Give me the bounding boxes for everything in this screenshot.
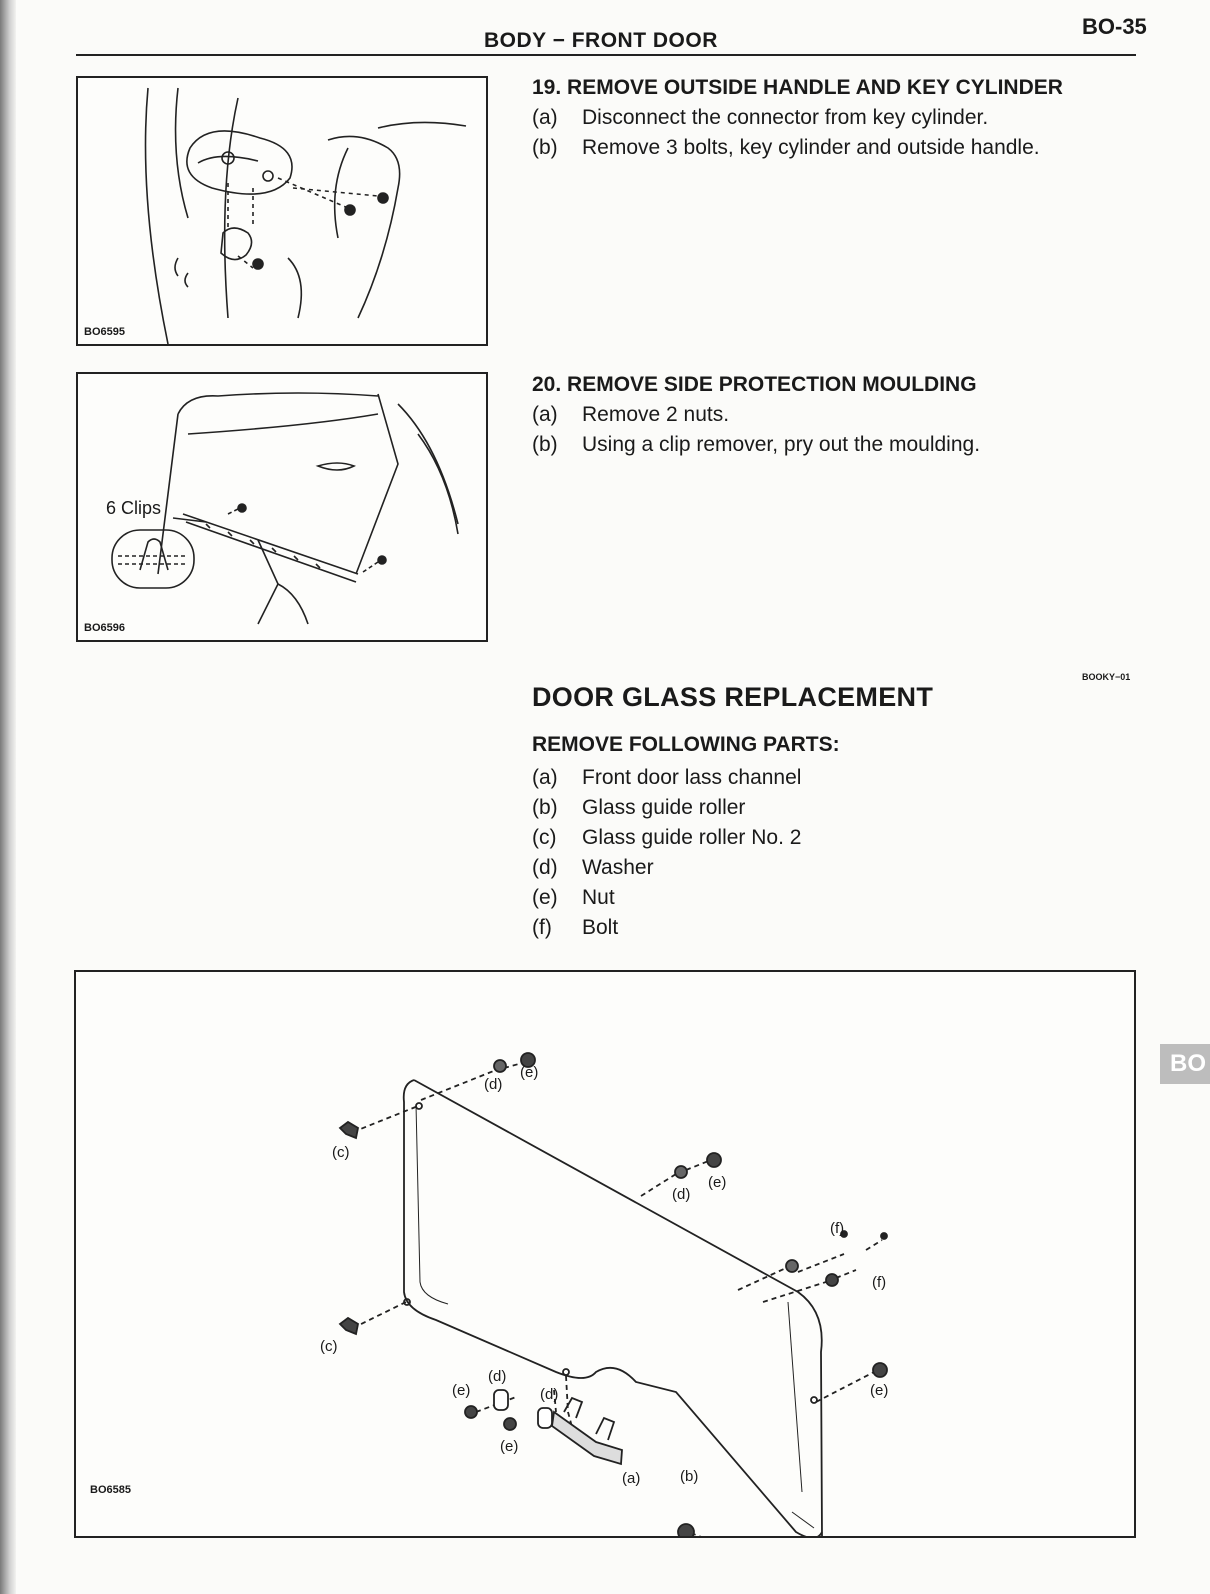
- section-side-tab: BO: [1160, 1044, 1210, 1084]
- label-c: (c): [320, 1338, 338, 1355]
- step-20-item: (a)Remove 2 nuts.: [532, 403, 730, 426]
- header-rule: [76, 54, 1136, 56]
- page-number: BO-35: [1082, 14, 1147, 39]
- figure-side-moulding: 6 Clips BO6596: [76, 372, 488, 642]
- figure-id: BO6595: [84, 326, 125, 338]
- parts-list: (a)Front door lass channel (b)Glass guid…: [532, 763, 801, 943]
- label-a: (a): [622, 1470, 641, 1487]
- step-19-item: (b)Remove 3 bolts, key cylinder and outs…: [532, 136, 1040, 159]
- list-item: (d)Washer: [532, 856, 654, 879]
- label-e: (e): [500, 1438, 519, 1455]
- list-item: (e)Nut: [532, 886, 615, 909]
- step-20-item: (b)Using a clip remover, pry out the mou…: [532, 433, 981, 456]
- step-19: 19. REMOVE OUTSIDE HANDLE AND KEY CYLIND…: [532, 73, 1063, 163]
- label-e: (e): [870, 1382, 889, 1399]
- figure-door-glass: BO6585 (d) (e) (c) (d) (e) (f) (f) (c) (…: [74, 970, 1136, 1538]
- clips-label: 6 Clips: [106, 498, 162, 518]
- page-header-title: BODY − FRONT DOOR: [484, 29, 718, 52]
- label-d: (d): [488, 1368, 507, 1385]
- label-e: (e): [452, 1382, 471, 1399]
- label-c: (c): [332, 1144, 350, 1161]
- list-item: (f)Bolt: [532, 916, 619, 939]
- step-19-title: 19. REMOVE OUTSIDE HANDLE AND KEY CYLIND…: [532, 76, 1063, 99]
- figure-id: BO6585: [90, 1484, 131, 1496]
- label-d: (d): [484, 1076, 503, 1093]
- page-binding-edge: [0, 0, 16, 1594]
- step-19-item: (a)Disconnect the connector from key cyl…: [532, 106, 989, 129]
- door-glass-illustration: [338, 1052, 888, 1536]
- figure-id: BO6596: [84, 622, 125, 634]
- label-d: (d): [672, 1186, 691, 1203]
- list-item: (b)Glass guide roller: [532, 796, 746, 819]
- section-title: DOOR GLASS REPLACEMENT: [532, 682, 934, 712]
- label-f: (f): [830, 1220, 845, 1237]
- moulding-illustration: [111, 392, 459, 625]
- handle-illustration: [144, 87, 467, 344]
- label-f: (f): [872, 1274, 887, 1291]
- label-e: (e): [520, 1064, 539, 1081]
- label-e: (e): [708, 1174, 727, 1191]
- label-b: (b): [680, 1468, 699, 1485]
- step-20: 20. REMOVE SIDE PROTECTION MOULDING (a)R…: [532, 370, 980, 460]
- section-code: BOOKY−01: [1082, 672, 1131, 682]
- label-d: (d): [540, 1386, 559, 1403]
- step-20-title: 20. REMOVE SIDE PROTECTION MOULDING: [532, 373, 977, 396]
- parts-subheading: REMOVE FOLLOWING PARTS:: [532, 733, 840, 756]
- list-item: (a)Front door lass channel: [532, 766, 802, 789]
- list-item: (c)Glass guide roller No. 2: [532, 826, 802, 849]
- figure-outside-handle: BO6595: [76, 76, 488, 346]
